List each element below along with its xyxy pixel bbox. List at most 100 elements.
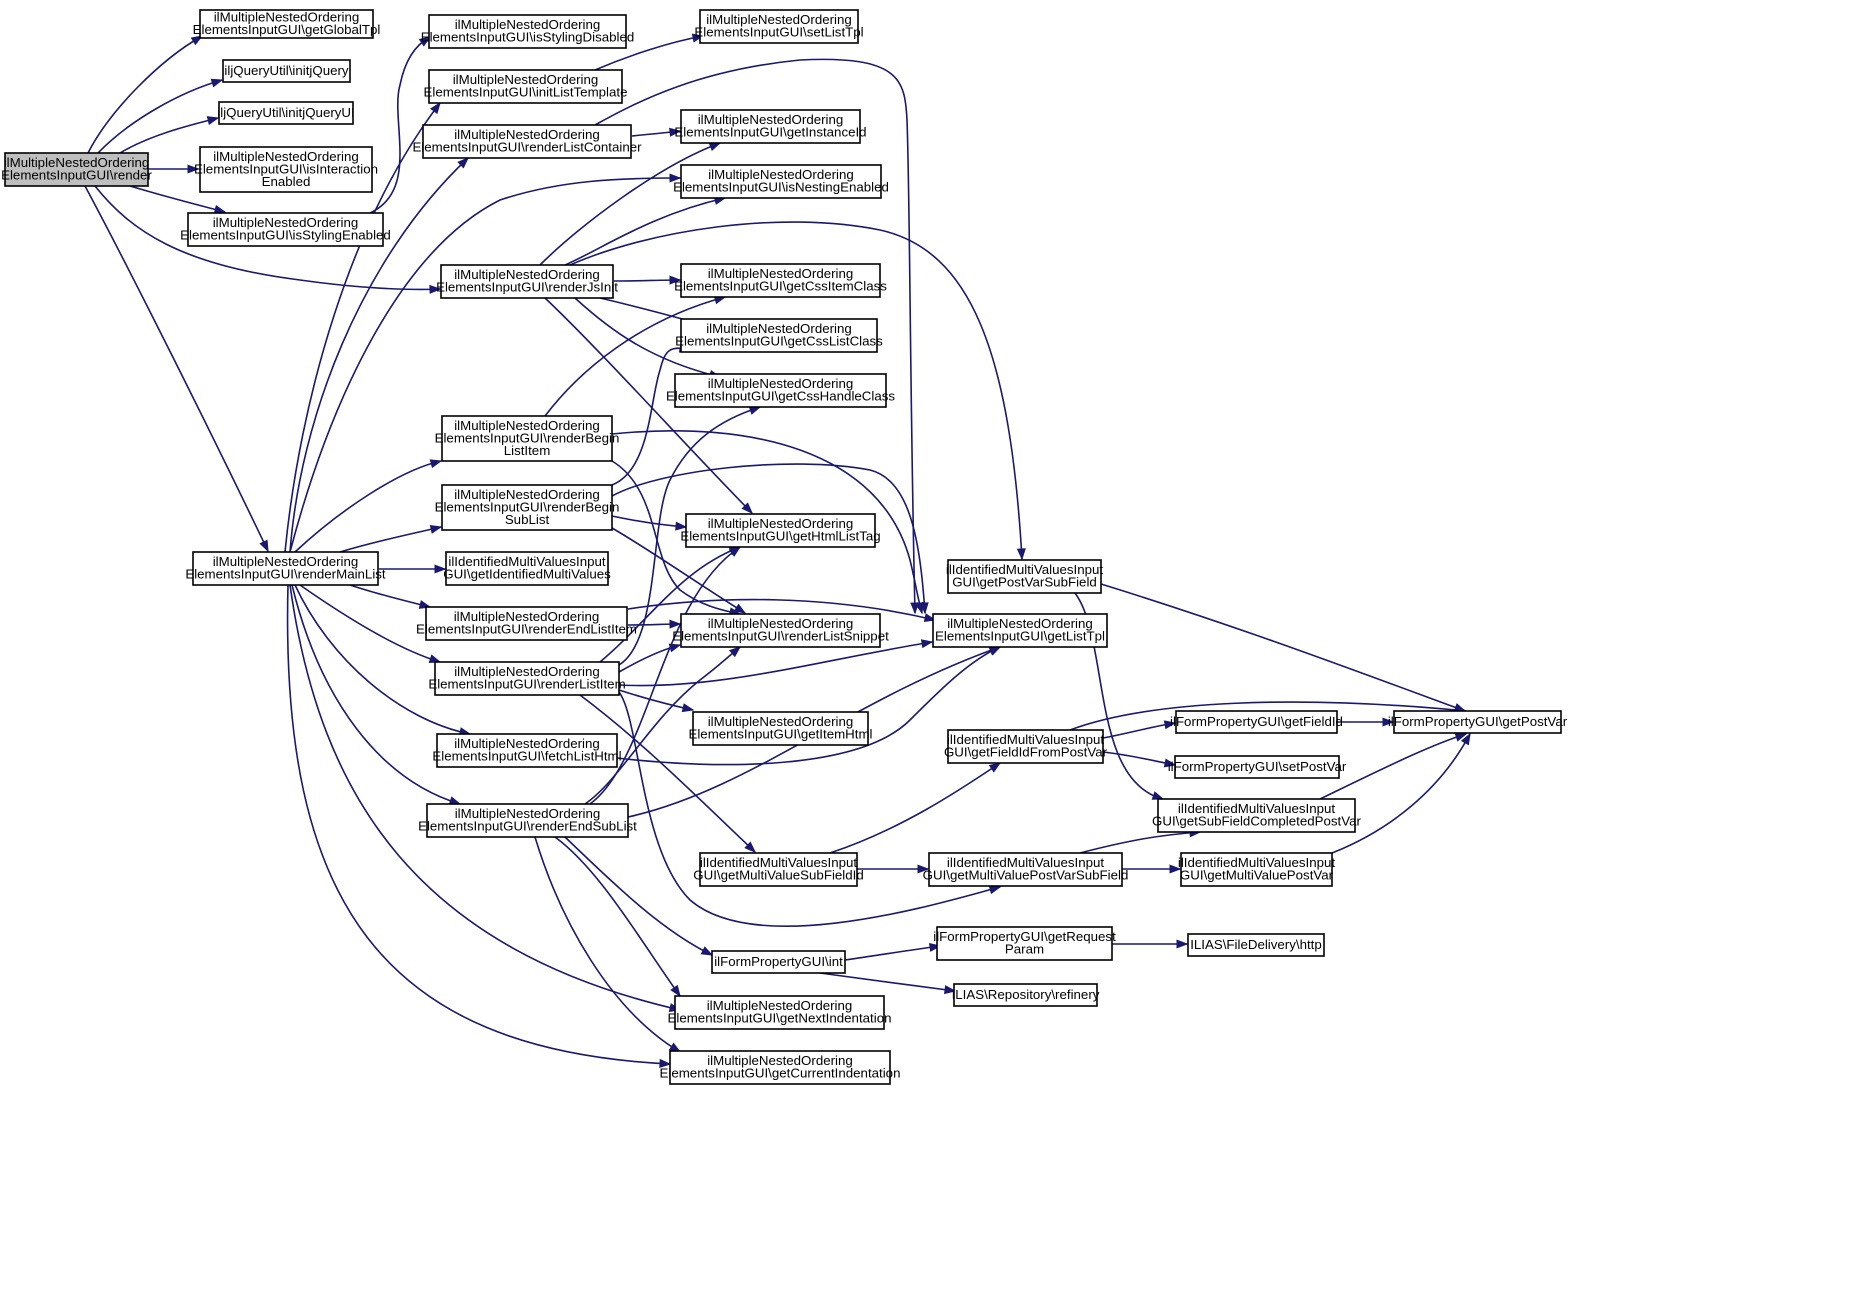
node-getIdentifiedMultiValues[interactable]: ilIdentifiedMultiValuesInputGUI\getIdent… (443, 551, 611, 586)
node-box[interactable] (222, 59, 351, 83)
node-box[interactable] (428, 14, 627, 49)
node-box[interactable] (187, 212, 384, 247)
node-initjQueryUI[interactable]: iljQueryUtil\initjQueryUI (217, 101, 355, 125)
node-box[interactable] (680, 318, 878, 353)
node-box[interactable] (422, 124, 632, 159)
edge-line (579, 694, 756, 853)
node-renderBeginListItem[interactable]: ilMultipleNestedOrderingElementsInputGUI… (435, 415, 620, 462)
node-getItemHtml[interactable]: ilMultipleNestedOrderingElementsInputGUI… (688, 711, 873, 746)
edge-line (286, 584, 671, 1065)
node-box[interactable] (953, 983, 1098, 1007)
node-box[interactable] (1180, 852, 1333, 887)
node-box[interactable] (434, 661, 620, 696)
node-isNestingEnabled[interactable]: ilMultipleNestedOrderingElementsInputGUI… (673, 164, 889, 199)
node-box[interactable] (936, 926, 1113, 961)
node-getNextIndentation[interactable]: ilMultipleNestedOrderingElementsInputGUI… (668, 995, 892, 1030)
node-box[interactable] (1175, 710, 1338, 734)
node-box[interactable] (428, 69, 623, 104)
arrowhead (700, 946, 714, 956)
node-isStylingEnabled[interactable]: ilMultipleNestedOrderingElementsInputGUI… (180, 212, 391, 247)
node-setPostVar[interactable]: ilFormPropertyGUI\setPostVar (1168, 755, 1347, 779)
node-label-line: ilMultipleNestedOrdering (214, 10, 360, 25)
node-box[interactable] (669, 1050, 891, 1085)
node-getGlobalTpl[interactable]: ilMultipleNestedOrderingElementsInputGUI… (193, 9, 381, 39)
node-label-line: ilFormPropertyGUI\setPostVar (1168, 759, 1347, 774)
node-renderEndSubList[interactable]: ilMultipleNestedOrderingElementsInputGUI… (418, 803, 637, 838)
node-box[interactable] (4, 152, 149, 187)
node-initjQuery[interactable]: iljQueryUtil\initjQuery (222, 59, 351, 83)
arrowhead (675, 521, 688, 531)
node-initListTemplate[interactable]: ilMultipleNestedOrderingElementsInputGUI… (424, 69, 628, 104)
node-getPostVar[interactable]: ilFormPropertyGUI\getPostVar (1388, 710, 1568, 734)
node-box[interactable] (199, 146, 373, 193)
node-renderJsInit[interactable]: ilMultipleNestedOrderingElementsInputGUI… (436, 264, 618, 299)
node-getCssHandleClass[interactable]: ilMultipleNestedOrderingElementsInputGUI… (666, 373, 895, 408)
node-box[interactable] (441, 415, 613, 462)
node-box[interactable] (680, 109, 861, 144)
node-box[interactable] (445, 551, 609, 586)
node-box[interactable] (436, 733, 618, 768)
node-box[interactable] (685, 513, 876, 548)
node-renderMainList[interactable]: ilMultipleNestedOrderingElementsInputGUI… (185, 551, 386, 586)
node-isStylingDisabled[interactable]: ilMultipleNestedOrderingElementsInputGUI… (421, 14, 635, 49)
node-getListTpl[interactable]: ilMultipleNestedOrderingElementsInputGUI… (932, 613, 1108, 648)
edge-line (291, 584, 461, 805)
node-label-line: ilMultipleNestedOrdering (706, 12, 852, 27)
node-box[interactable] (947, 559, 1102, 594)
node-box[interactable] (699, 852, 858, 887)
arrowhead (1382, 717, 1395, 727)
node-getCurrentIndentation[interactable]: ilMultipleNestedOrderingElementsInputGUI… (660, 1050, 901, 1085)
node-getMultiValuePostVarSubField[interactable]: ilIdentifiedMultiValuesInputGUI\getMulti… (923, 852, 1129, 887)
node-renderListItem[interactable]: ilMultipleNestedOrderingElementsInputGUI… (428, 661, 626, 696)
node-box[interactable] (680, 613, 881, 648)
node-box[interactable] (947, 729, 1104, 764)
node-box[interactable] (440, 264, 614, 299)
node-refinery[interactable]: ILIAS\Repository\refinery (952, 983, 1100, 1007)
node-renderListSnippet[interactable]: ilMultipleNestedOrderingElementsInputGUI… (672, 613, 889, 648)
edge-line (574, 297, 721, 378)
node-getSubFieldCompletedPostVar[interactable]: ilIdentifiedMultiValuesInputGUI\getSubFi… (1152, 798, 1362, 833)
node-box[interactable] (426, 803, 629, 838)
node-box[interactable] (680, 164, 882, 199)
node-renderListContainer[interactable]: ilMultipleNestedOrderingElementsInputGUI… (412, 124, 642, 159)
arrowhead (681, 703, 695, 713)
node-box[interactable] (1174, 755, 1340, 779)
node-box[interactable] (711, 950, 846, 974)
node-http[interactable]: ILIAS\FileDelivery\http (1187, 933, 1325, 957)
node-box[interactable] (932, 613, 1108, 648)
node-render[interactable]: ilMultipleNestedOrderingElementsInputGUI… (1, 152, 152, 187)
node-int[interactable]: ilFormPropertyGUI\int (711, 950, 846, 974)
node-box[interactable] (680, 263, 881, 298)
node-getCssItemClass[interactable]: ilMultipleNestedOrderingElementsInputGUI… (674, 263, 887, 298)
node-box[interactable] (441, 484, 613, 531)
node-getFieldId[interactable]: ilFormPropertyGUI\getFieldId (1170, 710, 1343, 734)
node-box[interactable] (674, 995, 885, 1030)
node-box[interactable] (699, 9, 859, 44)
node-label-line: ilMultipleNestedOrdering (454, 127, 600, 142)
node-box[interactable] (199, 9, 374, 39)
node-box[interactable] (425, 606, 628, 641)
node-renderEndListItem[interactable]: ilMultipleNestedOrderingElementsInputGUI… (416, 606, 637, 641)
node-box[interactable] (928, 852, 1123, 887)
node-label-line: ElementsInputGUI\renderBegin (435, 499, 620, 514)
node-box[interactable] (218, 101, 354, 125)
node-box[interactable] (1393, 710, 1562, 734)
node-getInstanceId[interactable]: ilMultipleNestedOrderingElementsInputGUI… (674, 109, 867, 144)
node-box[interactable] (192, 551, 379, 586)
node-getFieldIdFromPostVar[interactable]: ilIdentifiedMultiValuesInputGUI\getField… (944, 729, 1108, 764)
node-getMultiValueSubFieldId[interactable]: ilIdentifiedMultiValuesInputGUI\getMulti… (693, 852, 864, 887)
node-getMultiValuePostVar[interactable]: ilIdentifiedMultiValuesInputGUI\getMulti… (1178, 852, 1335, 887)
node-box[interactable] (1187, 933, 1325, 957)
node-getPostVarSubField[interactable]: ilIdentifiedMultiValuesInputGUI\getPostV… (946, 559, 1103, 594)
node-box[interactable] (674, 373, 887, 408)
node-setListTpl[interactable]: ilMultipleNestedOrderingElementsInputGUI… (694, 9, 864, 44)
node-isInteractionEnabled[interactable]: ilMultipleNestedOrderingElementsInputGUI… (194, 146, 378, 193)
node-fetchListHtml[interactable]: ilMultipleNestedOrderingElementsInputGUI… (432, 733, 622, 768)
node-box[interactable] (692, 711, 869, 746)
edge-renderBeginSubList-to-getCssListClass (611, 343, 692, 486)
node-renderBeginSubList[interactable]: ilMultipleNestedOrderingElementsInputGUI… (435, 484, 620, 531)
node-getCssListClass[interactable]: ilMultipleNestedOrderingElementsInputGUI… (675, 318, 883, 353)
node-getHtmlListTag[interactable]: ilMultipleNestedOrderingElementsInputGUI… (680, 513, 881, 548)
node-box[interactable] (1157, 798, 1356, 833)
